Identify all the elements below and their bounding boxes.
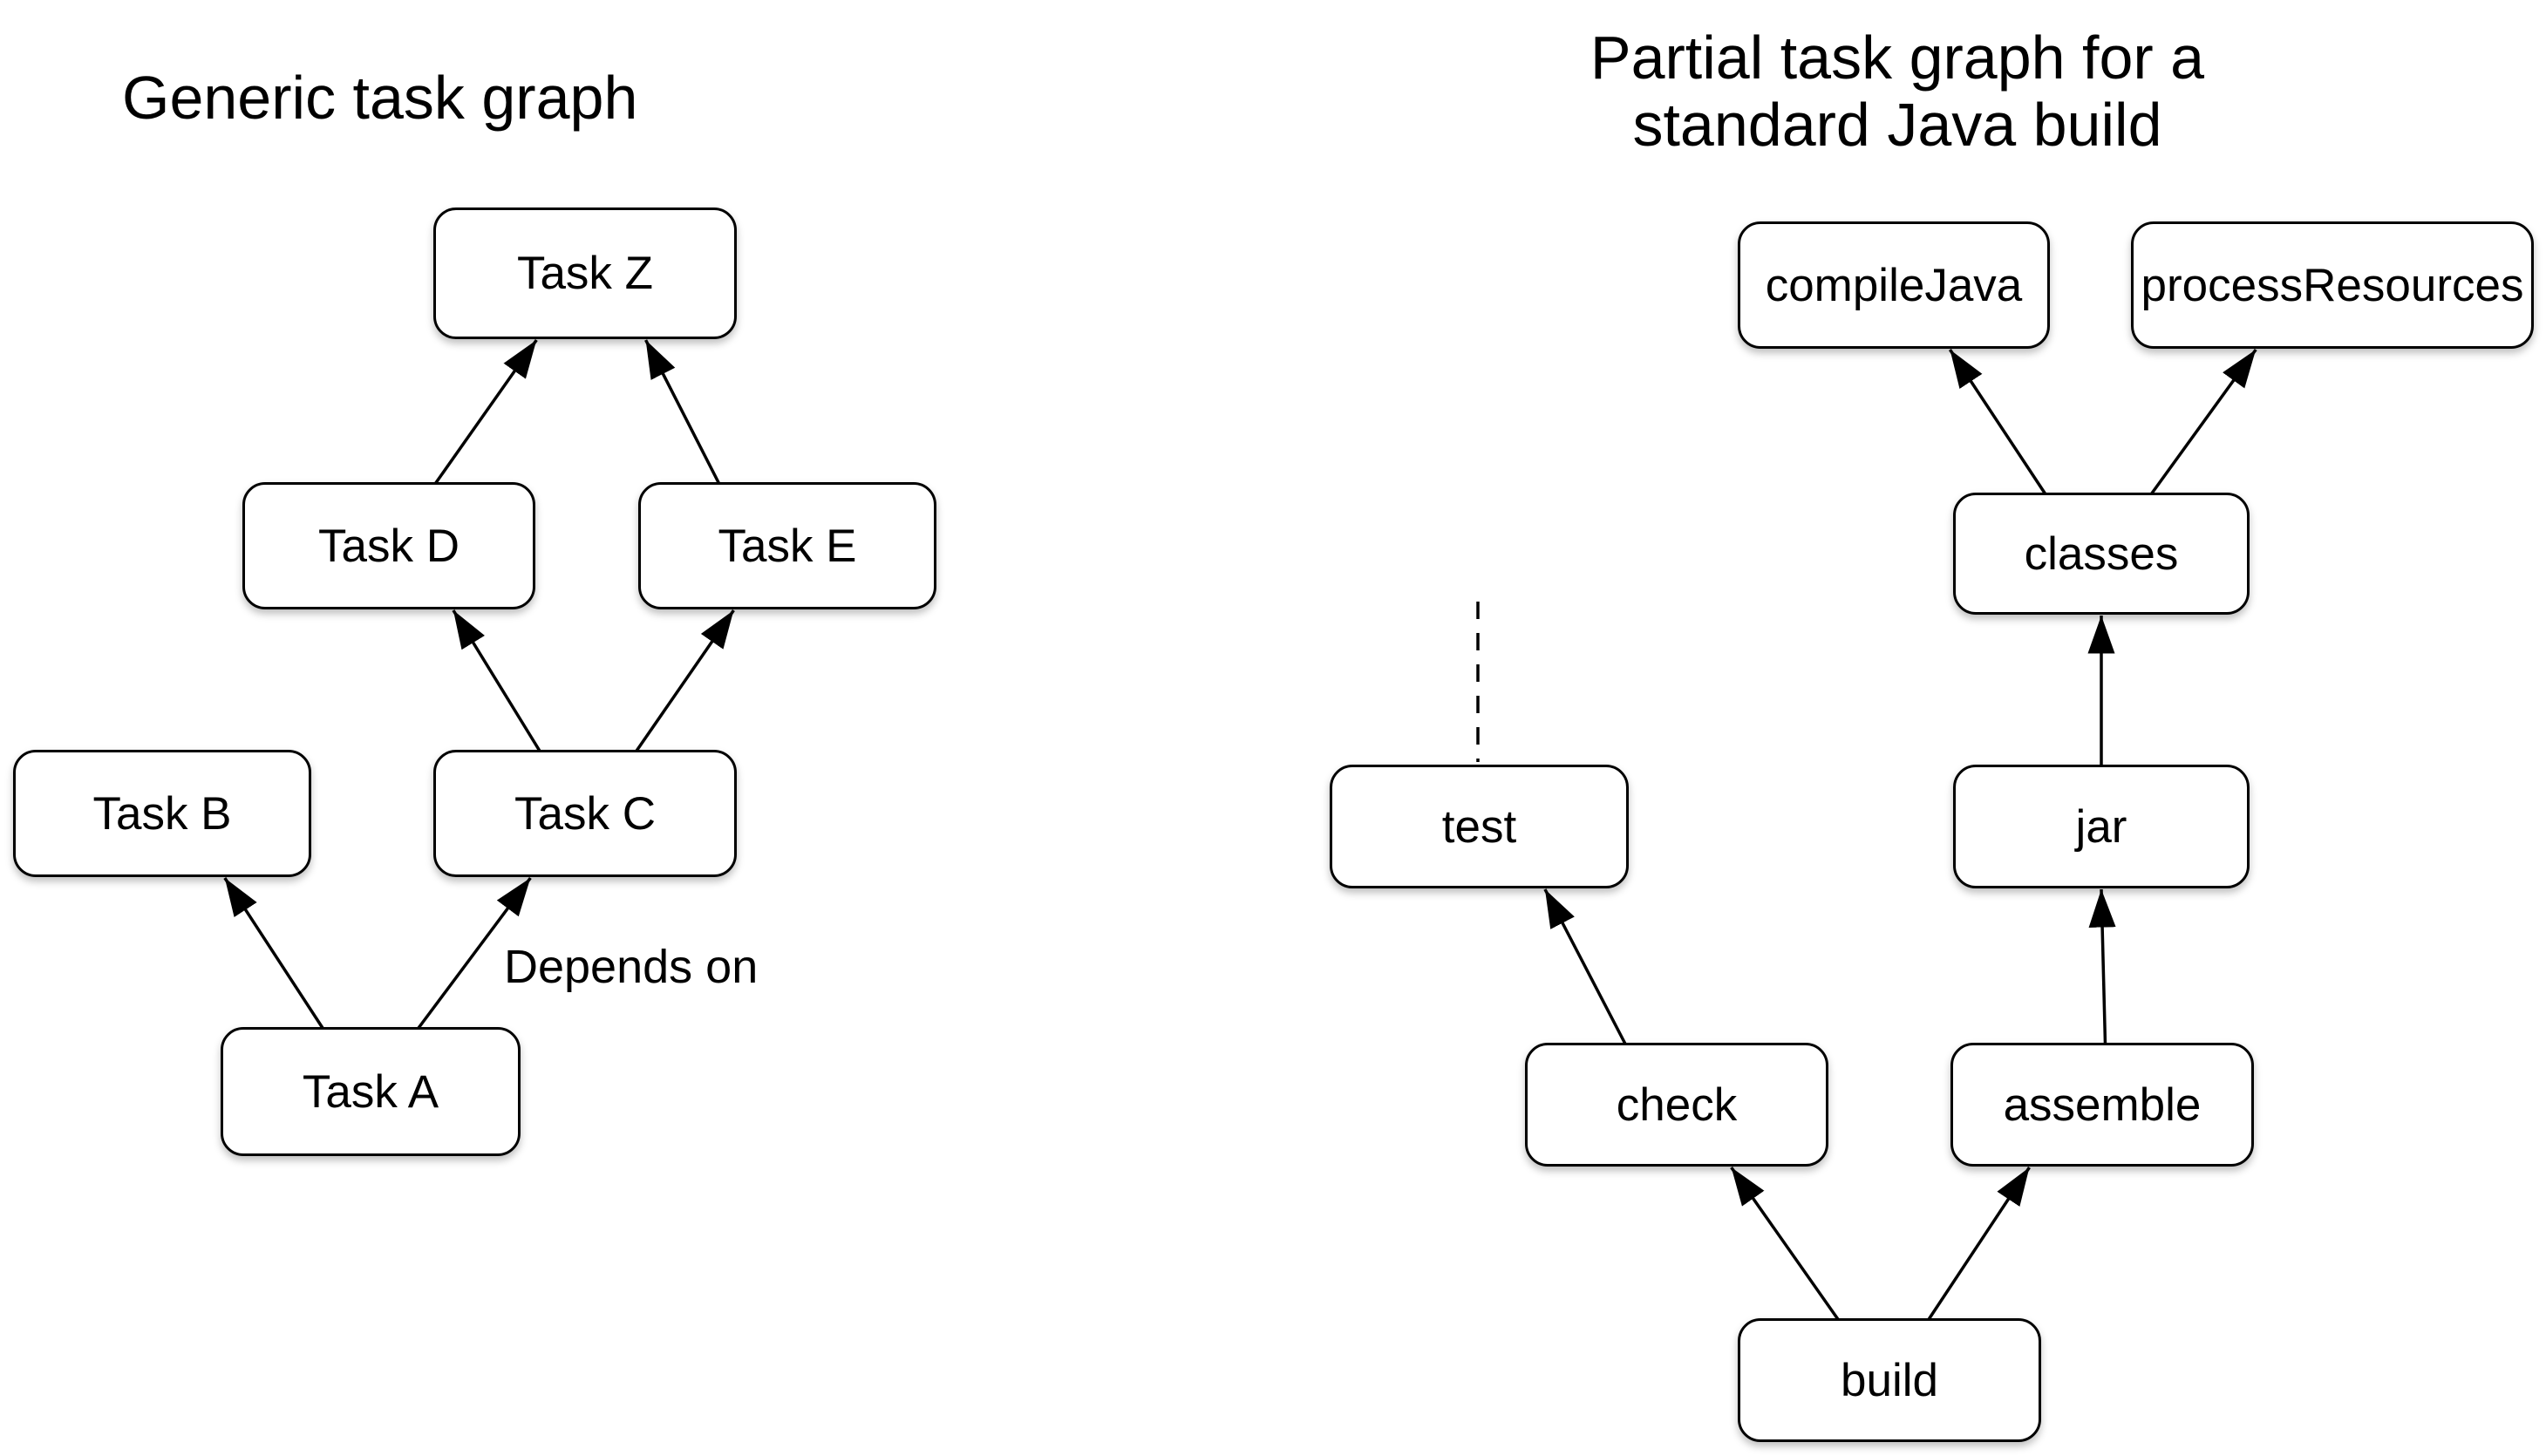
node-test: test xyxy=(1330,765,1629,888)
node-label-classes: classes xyxy=(2024,527,2179,580)
node-taskA: Task A xyxy=(221,1027,521,1156)
node-label-build: build xyxy=(1841,1354,1938,1406)
edge-taskA-to-taskC xyxy=(417,876,532,1030)
edge-assemble-to-jar xyxy=(2088,888,2116,1044)
node-label-taskD: Task D xyxy=(318,520,460,572)
node-taskE: Task E xyxy=(638,482,936,609)
node-label-test: test xyxy=(1441,800,1517,853)
right-graph-title-line-1: Partial task graph for a xyxy=(1590,24,2205,92)
node-jar: jar xyxy=(1953,765,2250,888)
edge-classes-to-compileJava xyxy=(1948,349,2046,494)
node-label-taskB: Task B xyxy=(92,787,232,840)
edge-build-to-assemble xyxy=(1927,1167,2031,1320)
node-label-compileJava: compileJava xyxy=(1765,259,2023,311)
node-check: check xyxy=(1525,1043,1828,1167)
edge-taskC-to-taskD xyxy=(452,609,541,752)
node-label-taskA: Task A xyxy=(302,1065,439,1118)
node-label-taskE: Task E xyxy=(718,520,857,572)
node-classes: classes xyxy=(1953,493,2250,615)
right-graph-title-line-2: standard Java build xyxy=(1632,91,2162,159)
edge-check-to-test xyxy=(1543,888,1627,1044)
node-taskC: Task C xyxy=(433,750,737,877)
edge-taskE-to-taskZ xyxy=(644,339,720,484)
node-label-processResources: processResources xyxy=(2141,259,2524,311)
node-label-taskZ: Task Z xyxy=(516,248,654,299)
node-build: build xyxy=(1738,1318,2041,1442)
node-taskB: Task B xyxy=(13,750,311,877)
edge-build-to-check xyxy=(1730,1166,1840,1321)
edge-classes-to-processResources xyxy=(2150,348,2257,495)
edge-taskA-to-taskB xyxy=(223,877,324,1029)
node-assemble: assemble xyxy=(1950,1043,2254,1167)
node-taskD: Task D xyxy=(242,482,535,609)
node-label-assemble: assemble xyxy=(2003,1078,2202,1131)
node-processResources: processResources xyxy=(2131,221,2534,349)
edge-taskC-to-taskE xyxy=(635,609,735,752)
node-compileJava: compileJava xyxy=(1738,221,2050,349)
node-label-jar: jar xyxy=(2075,800,2127,853)
left-graph-title: Generic task graph xyxy=(122,64,638,132)
edge-taskD-to-taskZ xyxy=(434,338,538,485)
right-graph-title: Partial task graph for a standard Java b… xyxy=(1505,24,2290,159)
node-label-taskC: Task C xyxy=(514,787,656,840)
node-taskZ: Task Z xyxy=(433,208,737,339)
depends-on-label: Depends on xyxy=(504,941,759,993)
node-label-check: check xyxy=(1616,1078,1738,1131)
